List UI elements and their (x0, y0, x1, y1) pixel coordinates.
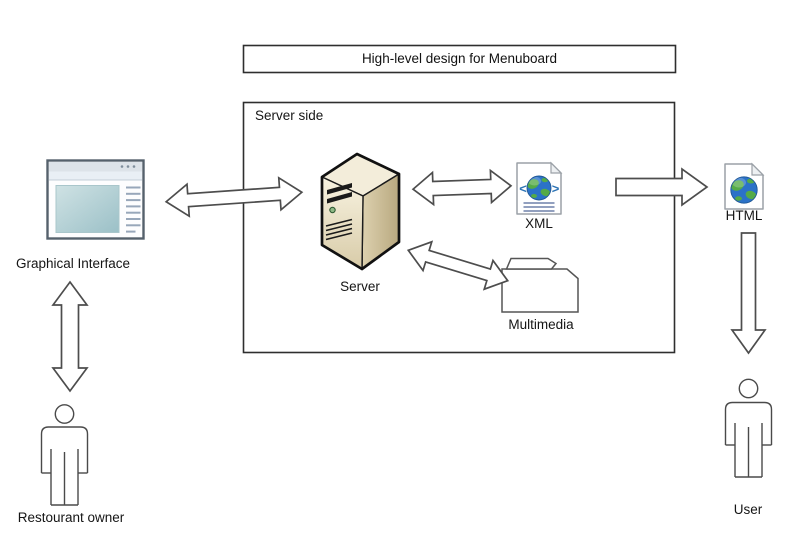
window-dot (132, 165, 136, 168)
folder-tab (505, 257, 558, 270)
document-text-lines (523, 202, 555, 212)
node-label-user: User (733, 502, 763, 517)
node-label-multimedia: Multimedia (508, 317, 574, 332)
restourant-owner-person-icon (40, 404, 89, 506)
server-icon (320, 152, 401, 271)
node-label-xml: XML (525, 216, 553, 231)
xml-document-icon: < > (516, 161, 563, 215)
page-fold (550, 161, 563, 174)
browser-titlebar (49, 162, 142, 172)
xml-bracket-left-icon: < (519, 181, 527, 196)
server-vents (325, 218, 353, 241)
person-head (54, 404, 75, 424)
node-label-graphical-interface: Graphical Interface (15, 256, 131, 271)
node-label-server: Server (340, 279, 380, 294)
page-fold (751, 162, 765, 176)
node-label-html: HTML (725, 208, 763, 223)
server-side-box-label: Server side (255, 108, 324, 123)
globe-icon (730, 176, 758, 204)
browser-toolbar (49, 171, 142, 180)
xml-bracket-right-icon: > (552, 181, 560, 196)
arrow-server-multimedia (406, 240, 510, 291)
arrow-html-user (730, 232, 767, 355)
person-head (738, 378, 759, 399)
title-box (242, 44, 677, 74)
server-led (329, 206, 336, 214)
window-dot (126, 165, 130, 168)
server-drive-slot (327, 192, 352, 204)
browser-text-lines (126, 186, 141, 233)
browser-content-panel (55, 185, 120, 233)
multimedia-folder-icon (501, 257, 579, 313)
node-label-restourant-owner: Restourant owner (17, 510, 125, 525)
server-drive-slot (327, 183, 352, 195)
diagram-title: High-level design for Menuboard (361, 51, 558, 66)
html-document-icon (724, 162, 765, 210)
arrow-server-xml (411, 168, 513, 207)
browser-window-icon (46, 159, 145, 240)
user-person-icon (724, 378, 773, 478)
window-dot (120, 165, 124, 168)
server-side-box (242, 101, 676, 354)
arrow-serverside-html (615, 167, 709, 207)
arrow-gi-owner (51, 280, 89, 393)
globe-icon (527, 176, 551, 200)
arrow-gi-serverside (164, 176, 304, 218)
